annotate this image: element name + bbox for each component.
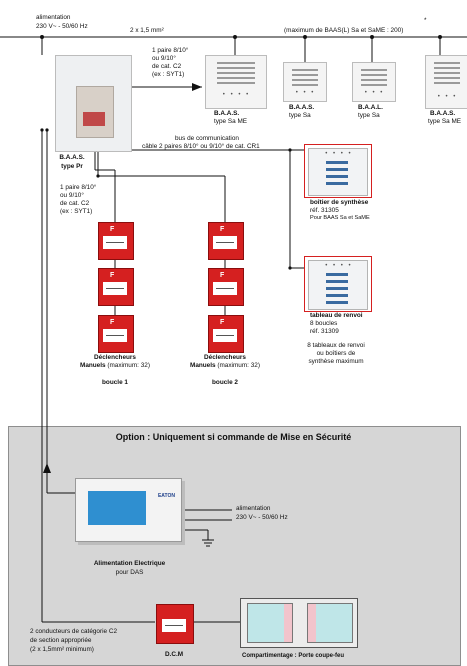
baas-sa-unit: • • • (283, 62, 327, 102)
pair-label-top-2: ou 9/10° (152, 55, 176, 62)
dcm-label: D.C.M (164, 651, 184, 658)
baas-sa-me-unit-2: • • • (425, 55, 467, 109)
tableau-renvoi-panel: • • • • (308, 260, 368, 310)
boitier-ref: réf. 31305 (310, 207, 339, 214)
fire-door-right (307, 603, 353, 643)
unit4-name: B.A.A.S. (430, 110, 456, 117)
call-point-loop2-2: F (208, 268, 244, 306)
compartment-label: Compartimentage : Porte coupe-feu (242, 653, 345, 659)
pair-label-left-4: (ex : SYT1) (60, 208, 93, 215)
psu-alim-label: alimentation (236, 505, 271, 512)
unit1-name: B.A.A.S. (214, 110, 240, 117)
boitier-title: boîtier de synthèse (310, 199, 369, 206)
tableau-loops: 8 boucles (310, 320, 338, 327)
main-unit-indicator (83, 112, 105, 126)
main-unit-type: type Pr (61, 163, 83, 170)
psu-display (88, 491, 146, 525)
psu-brand: EATON (157, 493, 175, 499)
psu-title: Alimentation Electrique (93, 560, 166, 567)
max-note: (maximum de BAAS(L) Sa et SaME : 200) (284, 27, 404, 34)
conductors-1: 2 conducteurs de catégorie C2 (30, 628, 118, 635)
option-section (8, 426, 461, 666)
tableau-ref: réf. 31309 (310, 328, 339, 335)
baas-sa-me-unit-1: • • • • (205, 55, 267, 109)
unit3-name: B.A.A.L. (358, 104, 383, 111)
boitier-synthese-panel: • • • • (308, 148, 368, 196)
psu-alim-spec: 230 V~ - 50/60 Hz (236, 514, 288, 521)
unit3-type: type Sa (358, 112, 380, 119)
bus-label-1: bus de communication (175, 135, 239, 142)
decl1-title: Déclencheurs (94, 354, 136, 361)
max-tableaux-3: synthèse maximum (308, 358, 364, 365)
fire-door-left (247, 603, 293, 643)
max-tableaux-1: 8 tableaux de renvoi (307, 342, 365, 349)
bus-label-2: câble 2 paires 8/10° ou 9/10° de cat. CR… (142, 143, 260, 150)
tableau-title: tableau de renvoi (310, 312, 363, 319)
call-point-loop2-1: F (208, 222, 244, 260)
loop2-label: boucle 2 (212, 379, 238, 386)
call-point-loop1-1: F (98, 222, 134, 260)
call-point-loop1-3: F (98, 315, 134, 353)
unit2-name: B.A.A.S. (289, 104, 315, 111)
pair-label-top-3: de cat. C2 (152, 63, 182, 70)
main-baas-unit (55, 55, 132, 152)
fire-door-frame (240, 598, 358, 648)
decl2-sub: Manuels (maximum: 32) (190, 362, 260, 369)
decl2-title: Déclencheurs (204, 354, 246, 361)
call-point-loop1-2: F (98, 268, 134, 306)
boitier-bracket (304, 144, 372, 198)
max-tableaux-2: ou boîtiers de (316, 350, 356, 357)
psu-unit: EATON (75, 478, 182, 542)
asterisk: * (424, 17, 427, 24)
conductors-2: de section appropriée (30, 637, 92, 644)
baal-sa-unit: • • • (352, 62, 396, 102)
mains-spec: 230 V~ - 50/60 Hz (36, 23, 88, 30)
conductors-3: (2 x 1,5mm² minimum) (30, 646, 94, 653)
pair-label-left-3: de cat. C2 (60, 200, 90, 207)
main-unit-name: B.A.A.S. (59, 154, 85, 161)
boitier-note: Pour BAAS Sa et SaME (310, 215, 370, 221)
pair-label-top-4: (ex : SYT1) (152, 71, 185, 78)
tableau-bracket (304, 256, 372, 312)
unit2-type: type Sa (289, 112, 311, 119)
decl1-sub: Manuels (maximum: 32) (80, 362, 150, 369)
dcm-device (156, 604, 194, 644)
unit1-type: type Sa ME (214, 118, 248, 125)
pair-label-top-1: 1 paire 8/10° (152, 47, 189, 54)
loop1-label: boucle 1 (102, 379, 128, 386)
pair-label-left-1: 1 paire 8/10° (60, 184, 97, 191)
cable-label: 2 x 1,5 mm² (130, 27, 164, 34)
option-title: Option : Uniquement si commande de Mise … (115, 432, 352, 442)
psu-sub: pour DAS (115, 569, 144, 576)
unit4-type: type Sa ME (428, 118, 462, 125)
call-point-loop2-3: F (208, 315, 244, 353)
mains-label: alimentation (36, 14, 71, 21)
pair-label-left-2: ou 9/10° (60, 192, 84, 199)
